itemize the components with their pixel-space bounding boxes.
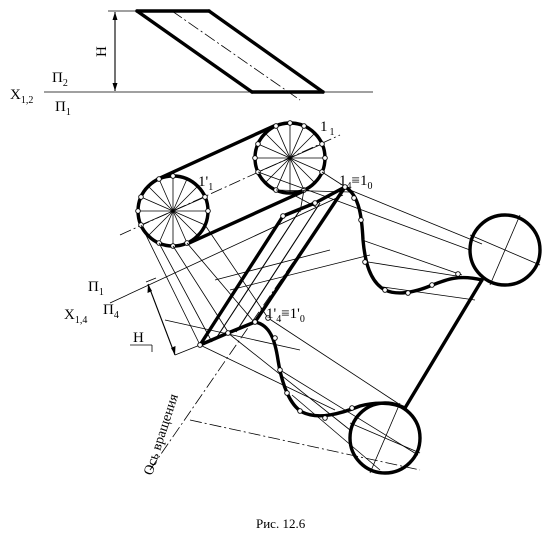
rotation-axis-line (149, 186, 346, 471)
p1-top-label: П1 (55, 99, 71, 118)
center-axis (171, 10, 301, 101)
upper-generator (158, 123, 278, 180)
figure-caption: Рис. 12.6 (256, 516, 306, 531)
rotated-right-edge (253, 185, 347, 324)
true-shape-circle-bottom (348, 401, 422, 475)
true-shape-circle-top (468, 213, 542, 287)
p1-low-label: П1 (88, 279, 104, 298)
h-low-arrow-top (147, 284, 152, 293)
point-1p-1-label: 1'1 (198, 174, 213, 193)
true-shape-long-edge (403, 278, 484, 410)
p4-label: П4 (103, 302, 119, 321)
upper-true-shape-curve (343, 185, 484, 295)
inner-generator-1 (214, 209, 301, 341)
rotated-projection (109, 184, 542, 475)
h-low-ext-bottom (174, 344, 201, 356)
curve-points (197, 184, 461, 421)
rotation-axis-line-2 (189, 419, 421, 471)
p2-label: П2 (52, 70, 68, 89)
h-top-label: Н (94, 46, 110, 57)
inner-generator-2 (235, 202, 321, 333)
x14-label: X1,4 (64, 307, 87, 326)
left-circle-spokes (138, 176, 208, 246)
rotation-axis-label: Ось вращения (142, 392, 183, 477)
h-low-label: Н (133, 330, 144, 346)
h-low-dimension-line (147, 283, 176, 356)
frontal-projection (44, 9, 373, 101)
rotated-left-edge (198, 214, 285, 347)
horizontal-projection (119, 120, 341, 249)
point-14-label: 14≡10 (339, 173, 372, 192)
h-arrow-top (112, 12, 118, 20)
right-slant (207, 9, 325, 94)
cylinder-axis (119, 134, 341, 236)
point-14p-label: 1'4≡1'0 (266, 306, 305, 325)
h-low-ext-top (145, 277, 157, 283)
h-arrow-bottom (112, 83, 118, 91)
lower-generator (185, 189, 306, 246)
left-slant (135, 9, 254, 94)
h-low-arrow-bottom (171, 346, 176, 355)
x12-label: X1,2 (10, 87, 33, 106)
